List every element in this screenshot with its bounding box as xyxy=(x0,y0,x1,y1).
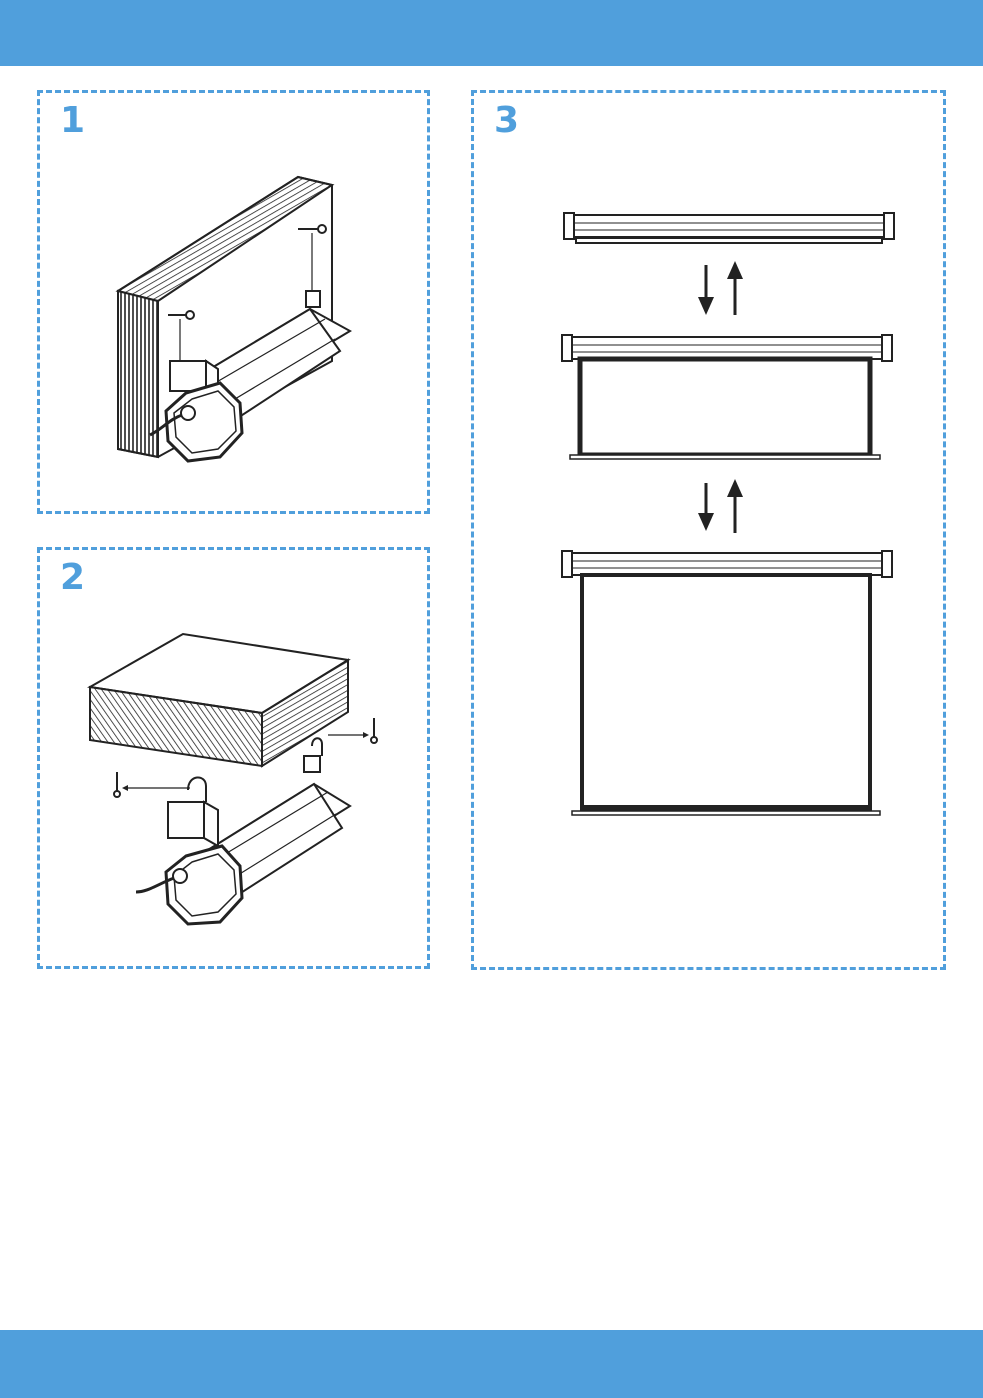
screen-housing-extended xyxy=(562,551,892,815)
screen-housing-half xyxy=(562,335,892,459)
footer-band xyxy=(0,1330,983,1398)
ceiling-mount-illustration-icon xyxy=(40,550,433,972)
step-2-panel: 2 xyxy=(37,547,430,969)
screen-housing-retracted xyxy=(564,213,894,243)
screen-extend-retract-illustration-icon xyxy=(474,93,949,973)
step-1-panel: 1 xyxy=(37,90,430,514)
header-band xyxy=(0,0,983,66)
step-3-panel: 3 xyxy=(471,90,946,970)
wall-mount-illustration-icon xyxy=(40,93,433,517)
